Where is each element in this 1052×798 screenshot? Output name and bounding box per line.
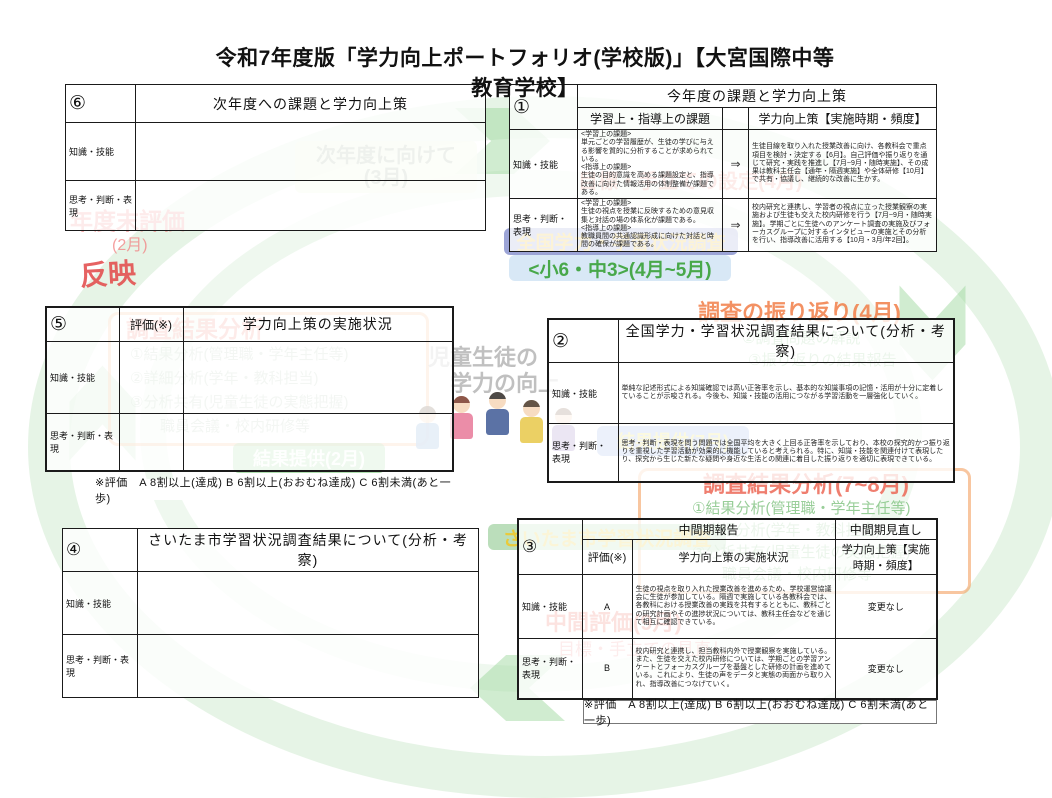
year-end-eval-month: (2月) [112,237,148,254]
table-row: 知識・技能 A 生徒の視点を取り入れた授業改善を進めるため、学校運営協議会に生徒… [517,574,938,639]
knowledge-status-cell: 生徒の視点を取り入れた授業改善を進めるため、学校運営協議会に生徒が参加している。… [631,574,836,639]
knowledge-issues-cell: <学習上の課題> 単元ごとの学習履歴が、生徒の学びに与える影響を質的に分析するこ… [577,129,723,199]
table-5-implementation-status: ⑤ 評価(※) 学力向上策の実施状況 知識・技能 思考・判断・表現 [45,306,454,472]
row-label-thinking: 思考・判断・表現 [45,412,120,472]
table-row: 知識・技能 [65,122,486,181]
knowledge-eval-cell: A [581,574,633,639]
national-survey-detail: <小6・中3>(4月~5月) [509,255,731,281]
arrow-right-icon: ⇒ [722,129,749,199]
table-1-col-spacer [722,107,749,130]
table-3-col-status: 学力向上策の実施状況 [631,539,836,575]
thinking-analysis-cell [137,634,479,698]
row-label-thinking: 思考・判断・表現 [509,198,578,252]
table-2-title: 全国学力・学習状況調査結果について(分析・考察) [617,318,955,363]
row-label-knowledge: 知識・技能 [45,340,120,414]
table-4-saitama-survey-analysis: ④ さいたま市学習状況調査結果について(分析・考察) 知識・技能 思考・判断・表… [62,528,479,698]
table-3-col-measure: 学力向上策【実施時期・頻度】 [834,539,938,575]
thinking-measure-cell: 変更なし [834,638,938,699]
knowledge-measures-cell: 生徒目線を取り入れた授業改善に向け、各教科会で重点項目を検討・決定する【6月】。… [747,129,938,199]
table-row: 知識・技能 [62,571,479,635]
table-row: 思考・判断・表現 [62,634,479,698]
table-5-title: 学力向上策の実施状況 [182,306,454,342]
row-label-thinking: 思考・判断・表現 [65,180,136,231]
table-4-number: ④ [62,528,138,572]
knowledge-status-cell [182,340,454,414]
table-row: 知識・技能 [45,340,454,414]
thinking-issues-cell: <学習上の課題> 生徒の視点を授業に反映するための意見収集と対話の場の体系化が課… [577,198,723,252]
table-row: 思考・判断・表現 [65,180,486,231]
arrow-right-icon: ⇒ [722,198,749,252]
thinking-measures-cell: 校内研究と連携し、学習者の視点に立った授業観察の実施および生徒も交えた校内研修を… [747,198,938,252]
knowledge-eval-cell [118,340,184,414]
row-label-knowledge: 知識・技能 [509,129,578,199]
table-3-midterm-report: ③ 中間期報告 中間期見直し 評価(※) 学力向上策の実施状況 学力向上策【実施… [517,518,939,700]
table-row: 思考・判断・表現 <学習上の課題> 生徒の視点を授業に反映するための意見収集と対… [509,198,938,252]
table-3-eval-note: ※評価 A 8割以上(達成) B 6割以上(おおむね達成) C 6割未満(あと一… [583,699,937,727]
analysis-right-item1: ①結果分析(管理職・学年主任等) [692,500,911,517]
table-row: 知識・技能 <学習上の課題> 単元ごとの学習履歴が、生徒の学びに与える影響を質的… [509,129,938,199]
knowledge-content-cell [135,122,486,181]
table-row: 思考・判断・表現 思考・判断・表現を問う問題では全国平均を大きく上回る正答率を示… [547,423,955,482]
reflect-text: 反映 [79,257,137,292]
document-page: { "page_title": "令和7年度版「学力向上ポートフォリオ(学校版)… [28,47,1052,798]
table-6-number: ⑥ [65,84,136,123]
table-6-next-year-issues: ⑥ 次年度への課題と学力向上策 知識・技能 思考・判断・表現 [65,84,486,231]
table-2-number: ② [547,318,619,363]
row-label-knowledge: 知識・技能 [65,122,136,181]
table-3-header-report: 中間期報告 [581,518,836,540]
table-5-number: ⑤ [45,306,120,342]
table-row: 知識・技能 単純な記述形式による知識確認では高い正答率を示し、基本的な知識事項の… [547,362,955,424]
thinking-status-cell: 校内研究と連携し、担当教科内外で授業観察を実施している。また、生徒を交えた校内研… [631,638,836,699]
table-4-title: さいたま市学習状況調査結果について(分析・考察) [137,528,479,572]
table-2-national-survey-analysis: ② 全国学力・学習状況調査結果について(分析・考察) 知識・技能 単純な記述形式… [547,318,955,483]
table-1-col-measures: 学力向上策【実施時期・頻度】 [747,107,938,130]
row-label-thinking: 思考・判断・表現 [547,423,619,482]
thinking-status-cell [182,412,454,472]
row-label-knowledge: 知識・技能 [62,571,138,635]
thinking-content-cell [135,180,486,231]
thinking-eval-cell: B [581,638,633,699]
row-label-knowledge: 知識・技能 [547,362,619,424]
table-1-title: 今年度の課題と学力向上策 [576,84,938,108]
table-1-number: ① [509,84,578,130]
table-3-header-review: 中間期見直し [834,518,938,540]
row-label-thinking: 思考・判断・表現 [62,634,138,698]
knowledge-measure-cell: 変更なし [834,574,938,639]
table-5-eval-note: ※評価 A 8割以上(達成) B 6割以上(おおむね達成) C 6割未満(あと一… [95,477,457,505]
table-1-current-year-issues: ① 今年度の課題と学力向上策 学習上・指導上の課題 学力向上策【実施時期・頻度】… [509,84,938,252]
table-1-col-issues: 学習上・指導上の課題 [577,107,723,130]
row-label-thinking: 思考・判断・表現 [517,638,583,699]
thinking-analysis-cell: 思考・判断・表現を問う問題では全国平均を大きく上回る正答率を示しており、本校の探… [617,423,955,482]
table-5-col-eval: 評価(※) [118,306,184,342]
row-label-knowledge: 知識・技能 [517,574,583,639]
table-row: 思考・判断・表現 B 校内研究と連携し、担当教科内外で授業観察を実施している。ま… [517,638,938,699]
table-3-number: ③ [517,518,583,575]
knowledge-analysis-cell [137,571,479,635]
thinking-eval-cell [118,412,184,472]
knowledge-analysis-cell: 単純な記述形式による知識確認では高い正答率を示し、基本的な知識事項の記憶・活用が… [617,362,955,424]
page-title: 令和7年度版「学力向上ポートフォリオ(学校版)」【大宮国際中等教育学校】 [215,47,835,100]
table-row: 思考・判断・表現 [45,412,454,472]
table-3-col-eval: 評価(※) [581,539,633,575]
